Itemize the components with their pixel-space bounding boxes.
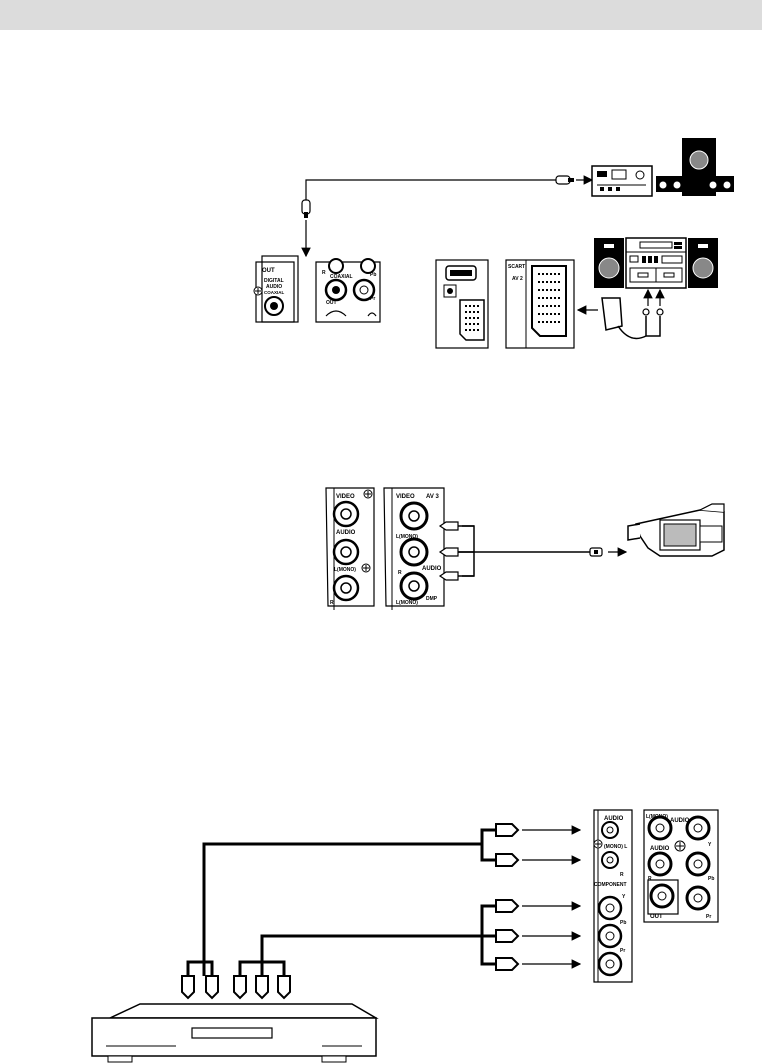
panel-label: AUDIO bbox=[336, 530, 356, 536]
panel-label: (MONO) L bbox=[604, 844, 627, 850]
rca-plug-icon bbox=[495, 899, 520, 913]
coax-plug-down-icon bbox=[301, 199, 311, 218]
panel-label: AUDIO bbox=[266, 284, 282, 290]
panel-label: R bbox=[398, 570, 402, 576]
rca-plug-icon bbox=[277, 975, 291, 1000]
panel-label: SCART bbox=[508, 264, 525, 270]
rca-plug-icon bbox=[205, 975, 219, 1000]
camcorder-icon bbox=[627, 503, 725, 557]
header-band bbox=[0, 0, 762, 30]
panel-label: Pb bbox=[620, 920, 626, 926]
audio-cable bbox=[186, 828, 496, 976]
rca-plug-icon bbox=[495, 853, 520, 867]
panel-label: OUT bbox=[326, 300, 337, 306]
panel-label: Pb bbox=[708, 876, 714, 882]
panel-label: AV 3 bbox=[426, 494, 440, 500]
tv-panel-coaxial: R COAXIAL OUT Pb Pr bbox=[315, 258, 381, 323]
tv-panel-pc-scart bbox=[435, 259, 489, 349]
panel-label: AUDIO bbox=[670, 818, 690, 824]
rca-cable-camcorder bbox=[438, 521, 603, 581]
panel-label: R bbox=[620, 872, 624, 878]
panel-label: R bbox=[648, 876, 652, 882]
rca-plug-icon bbox=[181, 975, 195, 1000]
panel-label: OUT bbox=[650, 914, 663, 920]
panel-label: COMPONENT bbox=[594, 882, 627, 888]
panel-label: COAXIAL bbox=[264, 290, 285, 295]
rca-plug-icon bbox=[495, 929, 520, 943]
tv-panel-scart-av2: SCART AV 2 bbox=[505, 259, 575, 349]
speakers-icon bbox=[656, 176, 734, 192]
rca-plug-icon bbox=[233, 975, 247, 1000]
panel-label: Pr bbox=[620, 948, 625, 954]
panel-label: COAXIAL bbox=[330, 274, 353, 280]
panel-label: L(MONO) bbox=[396, 600, 418, 606]
diagram-camcorder-av3: VIDEO AUDIO L(MONO) R VIDEO AV 3 L(MONO) bbox=[325, 487, 725, 610]
diagram-digital-audio-and-scart: OUT DIGITAL AUDIO COAXIAL R COAXIAL OUT … bbox=[253, 138, 734, 349]
panel-label: Y bbox=[622, 894, 626, 900]
panel-label: OUT bbox=[262, 268, 275, 274]
coax-plug-right-icon bbox=[555, 175, 574, 185]
hifi-system-icon bbox=[594, 237, 718, 289]
panel-label: Pr bbox=[706, 914, 711, 920]
panel-label: VIDEO bbox=[336, 494, 355, 500]
panel-label: AUDIO bbox=[650, 846, 670, 852]
tv-side-panel-left: VIDEO AUDIO L(MONO) R bbox=[325, 487, 375, 610]
panel-label: DMP bbox=[426, 596, 438, 602]
panel-label: Pr bbox=[370, 296, 375, 302]
panel-label: L(MONO) bbox=[334, 567, 356, 573]
panel-label: R bbox=[322, 270, 326, 276]
panel-label: AV 2 bbox=[512, 276, 523, 282]
tv-panel-digital-audio-out: OUT DIGITAL AUDIO COAXIAL bbox=[253, 255, 299, 323]
av-amplifier-icon bbox=[591, 165, 653, 197]
rca-plug-icon bbox=[255, 975, 269, 1000]
component-video-cable bbox=[238, 904, 496, 976]
coaxial-cable bbox=[305, 179, 560, 200]
scart-plug-icon bbox=[601, 297, 664, 340]
rca-plug-icon bbox=[495, 823, 520, 837]
panel-label: AUDIO bbox=[422, 566, 442, 572]
panel-label: VIDEO bbox=[396, 494, 415, 500]
rca-plug-icon bbox=[495, 957, 520, 971]
panel-label: R bbox=[330, 600, 334, 606]
diagram-dvd-component: AUDIO (MONO) L R COMPONENT Y Pb Pr L(MON… bbox=[91, 809, 719, 1063]
panel-label: DIGITAL bbox=[264, 278, 284, 284]
tv-panel-component-out: L(MONO) AUDIO Y AUDIO R Pb OUT Pr bbox=[643, 809, 719, 923]
panel-label: Pb bbox=[370, 272, 376, 278]
dvd-player-icon bbox=[91, 1003, 379, 1063]
tv-side-panel-av3: VIDEO AV 3 L(MONO) R AUDIO L(MONO) DMP bbox=[383, 487, 445, 610]
panel-label: L(MONO) bbox=[396, 534, 418, 540]
tv-panel-component-input: AUDIO (MONO) L R COMPONENT Y Pb Pr bbox=[593, 809, 633, 983]
panel-label: Y bbox=[708, 842, 712, 848]
panel-label: AUDIO bbox=[604, 816, 624, 822]
